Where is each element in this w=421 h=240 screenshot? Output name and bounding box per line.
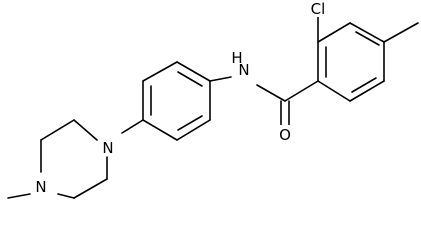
bond bbox=[176, 119, 211, 141]
bond bbox=[355, 31, 380, 46]
amide-nh-atom: H N bbox=[231, 49, 259, 79]
chlorine-label: Cl bbox=[311, 0, 326, 18]
bond bbox=[177, 71, 203, 87]
chlorine-atom: Cl bbox=[304, 0, 332, 18]
bond bbox=[317, 80, 351, 102]
atom-label-layer: Cl H N O N N bbox=[32, 0, 332, 196]
bond bbox=[349, 80, 385, 102]
bond bbox=[142, 61, 178, 82]
bond bbox=[73, 178, 108, 199]
bond bbox=[73, 119, 98, 141]
bond bbox=[142, 119, 178, 141]
structure-diagram: Cl H N O N N bbox=[7, 0, 419, 199]
bond bbox=[177, 115, 203, 131]
bond bbox=[121, 119, 144, 134]
bond bbox=[317, 22, 351, 43]
bond bbox=[349, 22, 385, 43]
bond bbox=[209, 76, 232, 82]
carbonyl-oxygen-label: O bbox=[279, 126, 291, 144]
bond-layer bbox=[7, 15, 419, 199]
piperazine-methyl-nitrogen-atom: N bbox=[32, 176, 50, 196]
bond bbox=[351, 77, 377, 93]
bond bbox=[256, 84, 286, 102]
carbonyl-oxygen-atom: O bbox=[276, 125, 294, 144]
bond bbox=[176, 61, 211, 82]
bond bbox=[57, 193, 75, 199]
bond bbox=[383, 22, 419, 43]
amide-hydrogen-label: H bbox=[231, 49, 242, 67]
piperazine-aryl-nitrogen-label: N bbox=[102, 139, 113, 157]
piperazine-methyl-nitrogen-label: N bbox=[35, 178, 46, 196]
piperazine-aryl-nitrogen-atom: N bbox=[99, 137, 117, 157]
bond bbox=[7, 193, 31, 199]
bond bbox=[40, 119, 75, 141]
bond bbox=[284, 80, 319, 102]
amide-nitrogen-label: N bbox=[238, 61, 249, 79]
